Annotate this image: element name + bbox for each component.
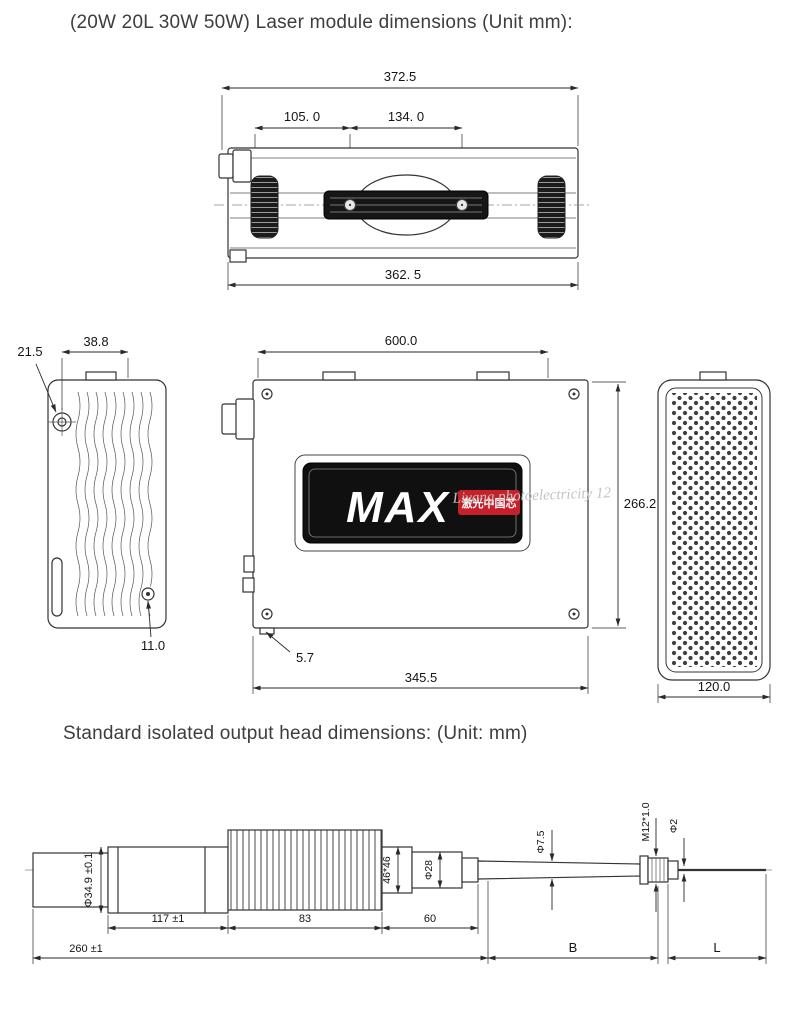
logo-badge-text: 激光中国芯: [462, 496, 517, 510]
step: [461, 857, 479, 883]
dim-height: 266.2: [624, 496, 657, 511]
thread-section: [647, 857, 669, 883]
page-title: (20W 20L 30W 50W) Laser module dimension…: [70, 12, 573, 33]
vent-louvers: [75, 391, 153, 617]
top-view: 372.5 105. 0 134. 0: [214, 69, 592, 290]
dim-handle-right: 134. 0: [388, 109, 424, 124]
dim-square-section: 46*46: [381, 856, 393, 884]
dim-overall-bottom: 362. 5: [385, 267, 421, 282]
mount-tab-left: [322, 371, 356, 381]
main-cylinder: [107, 846, 229, 914]
watermark: Liyang photoelectricity 12: [451, 485, 611, 507]
cooling-fins: [227, 829, 383, 911]
dim-width: 120.0: [698, 679, 731, 694]
isolator-cap: [32, 852, 109, 908]
dim-tube-diameter: Φ7.5: [535, 830, 547, 853]
dim-fiber-diameter: Φ2: [668, 819, 680, 833]
flange: [639, 855, 649, 885]
logo-text: MAX: [346, 483, 450, 532]
left-edge-fitting: [243, 555, 255, 573]
left-side-view: 21.5 38.8 11.0: [17, 334, 167, 653]
dim-l: L: [713, 940, 720, 955]
output-tube: [477, 860, 641, 880]
grip-roller-left: [250, 175, 279, 239]
dim-thread: M12*1.0: [640, 802, 652, 841]
side-slot: [51, 557, 63, 617]
grip-roller-right: [537, 175, 566, 239]
max-logo-plate: MAX 激光中国芯: [294, 454, 531, 552]
corner-screws: [261, 388, 580, 620]
dim-barrel-diameter: Φ28: [423, 860, 435, 880]
nut: [667, 860, 679, 880]
section-title-output-head: Standard isolated output head dimensions…: [63, 723, 528, 744]
foot-tab: [229, 249, 247, 263]
dim-b: B: [569, 940, 578, 955]
cable-gland-top: [218, 153, 234, 179]
dim-fin-length: 83: [299, 913, 311, 925]
output-head-view: Φ34.9 ±0.1 46*46 Φ28 Φ7.5 M12*1.0 Φ2 117…: [25, 802, 772, 964]
dim-top-width: 38.8: [83, 334, 108, 349]
dim-edge-offset: 21.5: [17, 344, 42, 359]
small-screw: [141, 587, 155, 601]
dim-handle-left: 105. 0: [284, 109, 320, 124]
dim-top-width: 600.0: [385, 333, 418, 348]
dim-screw-offset: 11.0: [141, 638, 165, 653]
dim-overall-top: 372.5: [384, 69, 417, 84]
barrel: [411, 851, 463, 889]
dim-body-length: 117 ±1: [152, 913, 185, 925]
logo-red-badge: [458, 490, 520, 515]
right-side-view: 120.0: [657, 371, 771, 703]
dim-body-diameter: Φ34.9 ±0.1: [83, 853, 95, 908]
perforated-grille: [671, 393, 757, 667]
dim-foot: 5.7: [296, 650, 314, 665]
mount-tab: [699, 371, 727, 381]
mount-tab: [85, 371, 117, 381]
mount-tab-right: [476, 371, 510, 381]
dim-bottom-width: 345.5: [405, 670, 438, 685]
dim-overall-length: 260 ±1: [69, 943, 103, 955]
dim-barrel-length: 60: [424, 913, 436, 925]
front-view: 600.0 MAX 激光中国芯: [221, 333, 657, 694]
